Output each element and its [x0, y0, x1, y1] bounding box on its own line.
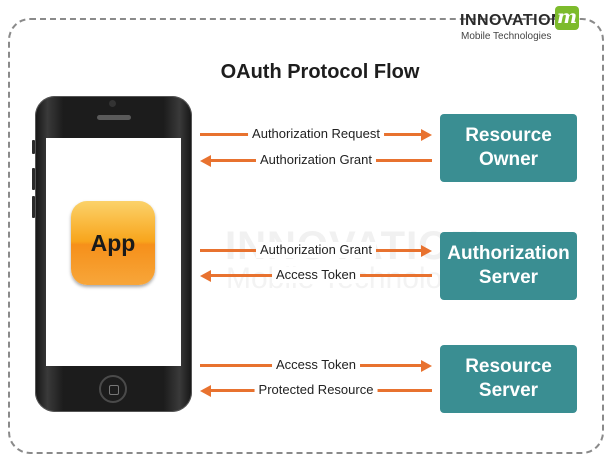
- box-line: Owner: [478, 149, 539, 170]
- app-label: App: [90, 230, 136, 256]
- arrow-left-icon: [200, 155, 211, 167]
- logo-m-icon: m: [555, 6, 579, 30]
- box-line: Resource: [465, 356, 552, 377]
- app-icon: App: [71, 201, 155, 285]
- home-button-icon: [109, 385, 119, 395]
- arrow-authorization-grant: Authorization Grant: [200, 242, 432, 259]
- box-line: Authorization: [447, 243, 570, 264]
- phone-side-button: [32, 196, 35, 218]
- box-line: Server: [478, 267, 539, 288]
- arrow-access-token: Access Token: [200, 357, 432, 374]
- phone-camera: [109, 100, 116, 107]
- resource-owner-box: Resource Owner: [440, 114, 577, 182]
- phone-home-button: [99, 375, 127, 403]
- arrow-right-icon: [421, 245, 432, 257]
- box-line: Resource: [465, 125, 552, 146]
- phone-speaker: [97, 115, 131, 120]
- company-logo: INNOVATION m Mobile Technologies: [460, 4, 580, 44]
- arrow-label: Access Token: [272, 267, 360, 283]
- authorization-server-box: Authorization Server: [440, 232, 577, 300]
- arrow-label: Authorization Grant: [255, 242, 377, 258]
- logo-subtitle: Mobile Technologies: [461, 31, 552, 42]
- arrow-right-icon: [421, 360, 432, 372]
- arrow-access-token-back: Access Token: [200, 267, 432, 284]
- resource-server-box: Resource Server: [440, 345, 577, 413]
- phone-side-button: [32, 168, 35, 190]
- arrow-left-icon: [200, 385, 211, 397]
- arrow-authorization-request: Authorization Request: [200, 126, 432, 143]
- arrow-label: Authorization Request: [248, 126, 384, 142]
- arrow-right-icon: [421, 129, 432, 141]
- phone-side-button: [32, 140, 35, 154]
- logo-wordmark: INNOVATION: [460, 12, 564, 29]
- arrow-label: Authorization Grant: [255, 152, 377, 168]
- arrow-left-icon: [200, 270, 211, 282]
- arrow-authorization-grant-back: Authorization Grant: [200, 152, 432, 169]
- arrow-label: Protected Resource: [254, 382, 378, 398]
- diagram-title: OAuth Protocol Flow: [220, 61, 420, 83]
- arrow-protected-resource: Protected Resource: [200, 382, 432, 399]
- dashed-frame: [8, 18, 604, 454]
- arrow-label: Access Token: [272, 357, 360, 373]
- box-line: Server: [478, 380, 539, 401]
